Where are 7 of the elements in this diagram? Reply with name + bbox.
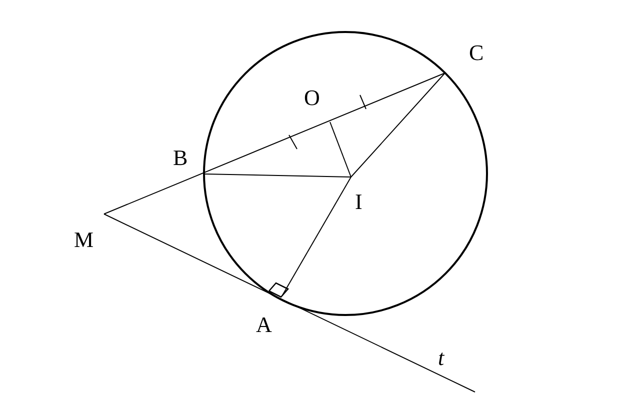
point-label: M [74, 229, 94, 251]
point-label: A [256, 314, 272, 336]
point-label: O [304, 87, 320, 109]
point-label: B [173, 147, 188, 169]
point-label: C [469, 42, 484, 64]
point-label: I [355, 191, 362, 213]
line-label: t [438, 347, 444, 369]
